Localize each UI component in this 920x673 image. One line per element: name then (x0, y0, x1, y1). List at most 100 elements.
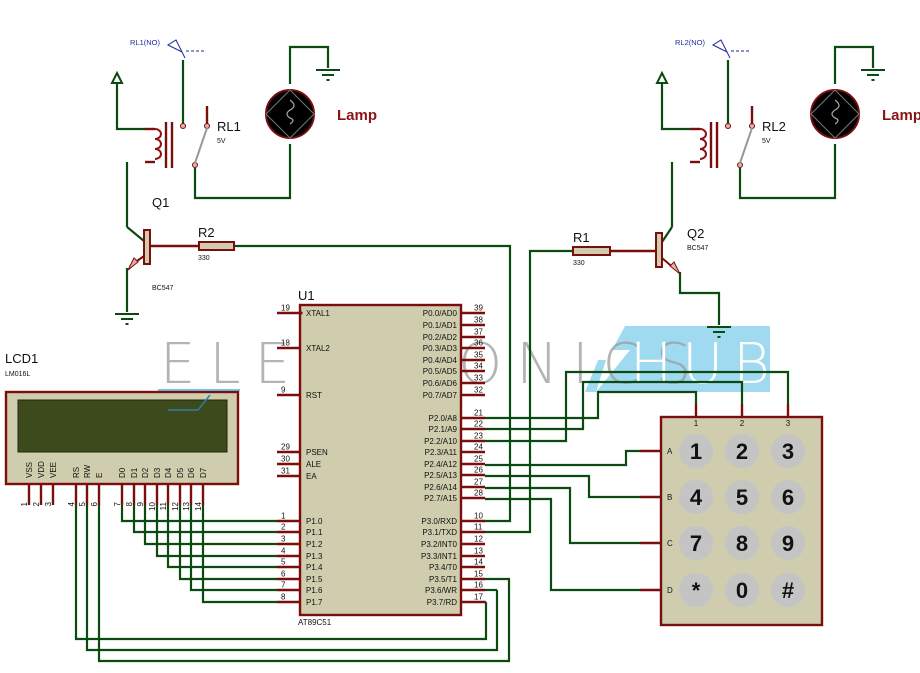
lcd-pin-label: VDD (37, 461, 46, 478)
power-terminal-icon (110, 70, 124, 84)
mcu-pin-number: 33 (474, 374, 483, 383)
lcd-pin-label: E (95, 473, 104, 478)
wires (74, 45, 875, 663)
lcd-pin-label: D6 (187, 467, 196, 478)
mcu-pin-number: 36 (474, 339, 483, 348)
relay-value: 5V (762, 138, 771, 145)
mcu-pin-number: 24 (474, 443, 483, 452)
mcu-pin-label: P3.2/INT0 (421, 540, 458, 549)
key-button (679, 573, 713, 607)
transistor-ref: Q2 (687, 226, 704, 241)
key-label: 5 (736, 485, 748, 510)
keypad-row-label: A (667, 447, 673, 456)
resistor-value: 330 (573, 260, 585, 267)
mcu-pin-number: 37 (474, 328, 483, 337)
keypad-row-label: C (667, 539, 673, 548)
relay-coil-wire (115, 83, 145, 131)
lamp-icon (265, 89, 315, 139)
keypad-column-label: 2 (740, 419, 745, 428)
mcu-pin-number: 38 (474, 316, 483, 325)
watermark-bolt-icon (590, 326, 630, 392)
lcd-pin-number: 9 (136, 501, 145, 506)
mcu-pin-number: 35 (474, 351, 483, 360)
keypad-key[interactable]: 1 (679, 434, 713, 468)
key-button (679, 480, 713, 514)
resistor-body (572, 246, 611, 256)
key-label: # (782, 578, 794, 603)
lcd-pin-label: D3 (153, 467, 162, 478)
mcu-pin-number: 18 (281, 339, 290, 348)
mcu-pin-number: 23 (474, 432, 483, 441)
keypad-key[interactable]: 3 (771, 434, 805, 468)
keypad-key[interactable]: 0 (725, 573, 759, 607)
mcu-pin-label: P0.2/AD2 (423, 333, 458, 342)
keypad-row-label: B (667, 493, 672, 502)
wire-p2-6-rowC (485, 486, 640, 545)
mcu-ref: U1 (298, 288, 315, 303)
lcd-pin-label: RS (72, 467, 81, 478)
lamp-ground-wire (833, 45, 875, 84)
mcu-pin-number: 29 (281, 443, 290, 452)
transistor-collector (126, 226, 145, 242)
key-label: 3 (782, 439, 794, 464)
mcu-pin-label: P2.4/A12 (424, 460, 457, 469)
keypad-key[interactable]: 7 (679, 526, 713, 560)
mcu-pin-label: XTAL2 (306, 344, 330, 353)
key-button (679, 526, 713, 560)
lamp-filament-icon (286, 99, 295, 125)
wire-lcd-data-3 (155, 505, 277, 558)
mcu-pin-number: 4 (281, 547, 286, 556)
lcd-pin-label: VEE (49, 462, 58, 478)
keypad-key[interactable]: 4 (679, 480, 713, 514)
mcu-pin-label: EA (306, 472, 317, 481)
key-button (771, 480, 805, 514)
key-button (771, 526, 805, 560)
mcu-pin-number: 21 (474, 409, 483, 418)
keypad-key[interactable]: 9 (771, 526, 805, 560)
transistor-base-bar (655, 232, 663, 268)
lamp-label: Lamp (882, 107, 920, 124)
lcd-pin-label: D2 (141, 467, 150, 478)
lcd-part: LM016L (5, 371, 30, 378)
mcu-pin-label: P1.1 (306, 528, 323, 537)
mcu-pin-label: P1.2 (306, 540, 323, 549)
mcu-pin-label: RST (306, 391, 322, 400)
power-terminal-icon (655, 70, 669, 84)
mcu-pin-label: P0.1/AD1 (423, 321, 458, 330)
wire-lcd-data-4 (166, 505, 277, 569)
wire-lcd-data-0 (120, 505, 277, 523)
mcu-part: AT89C51 (298, 618, 332, 627)
mcu-pin-label: P1.3 (306, 552, 323, 561)
mcu-pin-label: P3.5/T1 (429, 575, 458, 584)
relay-ref: RL1 (217, 119, 241, 134)
lamp-icon (810, 89, 860, 139)
mcu-pin-label: P3.6/WR (425, 586, 457, 595)
relay-ref: RL2 (762, 119, 786, 134)
keypad-key[interactable]: 6 (771, 480, 805, 514)
keypad-key[interactable]: # (771, 573, 805, 607)
lcd-pin-number: 4 (67, 501, 76, 506)
mcu-pin-label: P3.1/TXD (422, 528, 457, 537)
mcu-pin-label: P3.4/T0 (429, 563, 458, 572)
lcd-pin-number: 10 (148, 501, 157, 510)
net-label-flag-icon (711, 39, 729, 54)
net-label-flag-icon (726, 51, 731, 59)
mcu-pin-number: 30 (281, 455, 290, 464)
mcu-pin-label: P0.6/AD6 (423, 379, 458, 388)
keypad-key[interactable]: 5 (725, 480, 759, 514)
key-label: 4 (690, 485, 703, 510)
relay-contact-no (180, 123, 186, 129)
mcu-pin-label: P0.7/AD7 (423, 391, 458, 400)
keypad-key[interactable]: 2 (725, 434, 759, 468)
wire-p2-2-col3 (485, 370, 790, 443)
lamp-wire (738, 144, 837, 200)
mcu-pin-label: P2.6/A14 (424, 483, 457, 492)
keypad-key[interactable]: 8 (725, 526, 759, 560)
mcu-pin-number: 5 (281, 558, 286, 567)
transistor-emitter-arrow (669, 261, 681, 275)
lcd-pin-number: 6 (90, 501, 99, 506)
keypad-key[interactable]: * (679, 573, 713, 607)
mcu-pin-number: 17 (474, 593, 483, 602)
